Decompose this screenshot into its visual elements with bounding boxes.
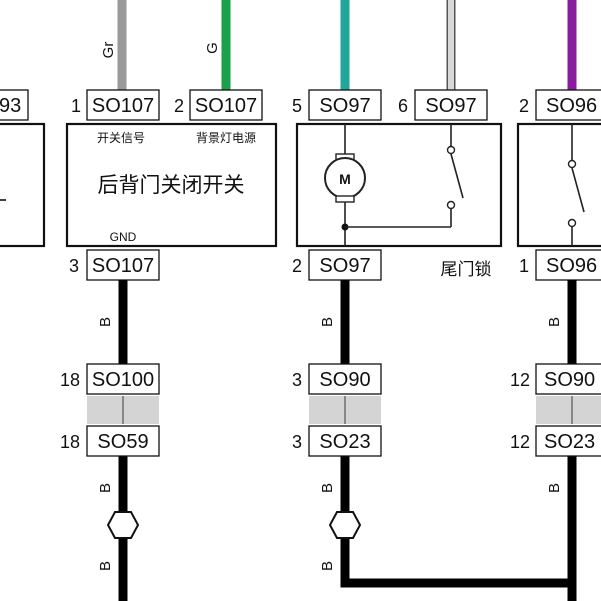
wire-label-b: B bbox=[97, 561, 114, 571]
svg-text:2: 2 bbox=[519, 96, 529, 116]
backlight-power-label: 背景灯电源 bbox=[196, 131, 256, 145]
rear-door-switch-title: 后背门关闭开关 bbox=[98, 174, 245, 197]
inline-connector-middle: 3 SO90 3 SO23 bbox=[292, 363, 382, 457]
svg-text:18: 18 bbox=[60, 370, 80, 390]
wire-label-b: B bbox=[546, 317, 563, 327]
left-partial-component: 93 bbox=[0, 89, 46, 248]
svg-text:3: 3 bbox=[292, 432, 302, 452]
tailgate-lock: 5 SO97 6 SO97 M 2 SO97 尾门锁 bbox=[292, 89, 503, 281]
svg-text:3: 3 bbox=[69, 256, 79, 276]
splice-point bbox=[328, 511, 362, 539]
svg-text:SO97: SO97 bbox=[425, 95, 476, 117]
svg-text:1: 1 bbox=[71, 96, 81, 116]
svg-text:SO107: SO107 bbox=[92, 255, 154, 277]
svg-text:SO100: SO100 bbox=[92, 369, 154, 391]
lock-wire-middle-2 bbox=[340, 456, 577, 601]
svg-text:12: 12 bbox=[510, 432, 530, 452]
switch-signal-label: 开关信号 bbox=[97, 131, 145, 145]
svg-text:SO23: SO23 bbox=[319, 431, 370, 453]
splice-point bbox=[106, 511, 140, 539]
svg-text:SO59: SO59 bbox=[97, 431, 148, 453]
svg-text:5: 5 bbox=[292, 96, 302, 116]
svg-text:93: 93 bbox=[0, 95, 21, 117]
svg-text:SO107: SO107 bbox=[195, 95, 257, 117]
svg-text:SO97: SO97 bbox=[319, 255, 370, 277]
right-partial-component: 2 SO96 1 SO96 bbox=[516, 89, 601, 281]
wire-label-b: B bbox=[319, 317, 336, 327]
svg-text:3: 3 bbox=[292, 370, 302, 390]
inline-connector-left: 18 SO100 18 SO59 bbox=[60, 363, 160, 457]
svg-text:SO90: SO90 bbox=[544, 369, 595, 391]
svg-text:SO107: SO107 bbox=[92, 95, 154, 117]
motor-symbol: M bbox=[339, 171, 351, 187]
svg-text:6: 6 bbox=[398, 96, 408, 116]
wire-label-green: G bbox=[204, 42, 221, 54]
wire-label-gray: Gr bbox=[100, 42, 117, 59]
motor-icon bbox=[324, 124, 366, 246]
svg-text:SO90: SO90 bbox=[319, 369, 370, 391]
wire-label-b: B bbox=[319, 483, 336, 493]
inline-connector-right: 12 SO90 12 SO23 bbox=[510, 363, 601, 457]
wire-label-b: B bbox=[319, 561, 336, 571]
wire-label-b: B bbox=[97, 317, 114, 327]
svg-text:1: 1 bbox=[519, 256, 529, 276]
gnd-label: GND bbox=[110, 230, 137, 244]
svg-text:SO23: SO23 bbox=[544, 431, 595, 453]
switch-icon bbox=[567, 124, 585, 246]
svg-text:SO96: SO96 bbox=[546, 95, 597, 117]
svg-text:12: 12 bbox=[510, 370, 530, 390]
svg-text:2: 2 bbox=[174, 96, 184, 116]
wire-label-b: B bbox=[97, 483, 114, 493]
svg-text:18: 18 bbox=[60, 432, 80, 452]
svg-text:2: 2 bbox=[292, 256, 302, 276]
lock-switch-icon bbox=[345, 124, 464, 228]
tailgate-lock-title: 尾门锁 bbox=[441, 260, 492, 279]
svg-text:SO96: SO96 bbox=[546, 255, 597, 277]
wire-label-b: B bbox=[546, 483, 563, 493]
rear-door-switch: 1 SO107 2 SO107 开关信号 背景灯电源 后背门关闭开关 GND 3… bbox=[65, 89, 278, 281]
svg-text:SO97: SO97 bbox=[319, 95, 370, 117]
